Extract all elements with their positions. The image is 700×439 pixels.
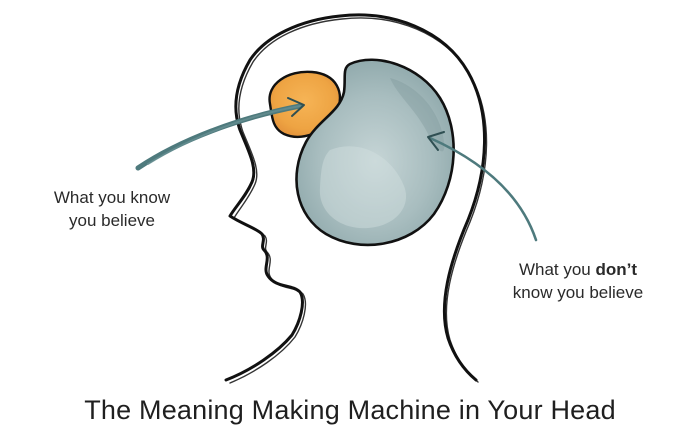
label-known-line2: you believe — [68, 211, 155, 230]
label-unknown-emphasis: don’t — [595, 260, 638, 279]
unknown-beliefs-shadow — [390, 78, 445, 152]
unknown-beliefs-texture — [319, 146, 407, 229]
arrow-to-known — [135, 97, 305, 171]
arrow-head-known — [287, 97, 305, 117]
label-known-line1: What you know — [53, 188, 171, 207]
label-known-beliefs: What you know you believe — [32, 186, 192, 232]
label-unknown-line1: What you don’t — [488, 258, 668, 281]
head-outline — [224, 13, 488, 384]
unknown-beliefs-blob — [295, 58, 455, 247]
label-unknown-text: What you — [518, 260, 596, 279]
arrow-to-unknown — [427, 131, 538, 242]
arrow-head-unknown — [427, 131, 445, 151]
label-unknown-beliefs: What you don’t know you believe — [488, 258, 668, 304]
label-unknown-line2: know you believe — [512, 283, 644, 302]
page-title: The Meaning Making Machine in Your Head — [84, 395, 616, 425]
